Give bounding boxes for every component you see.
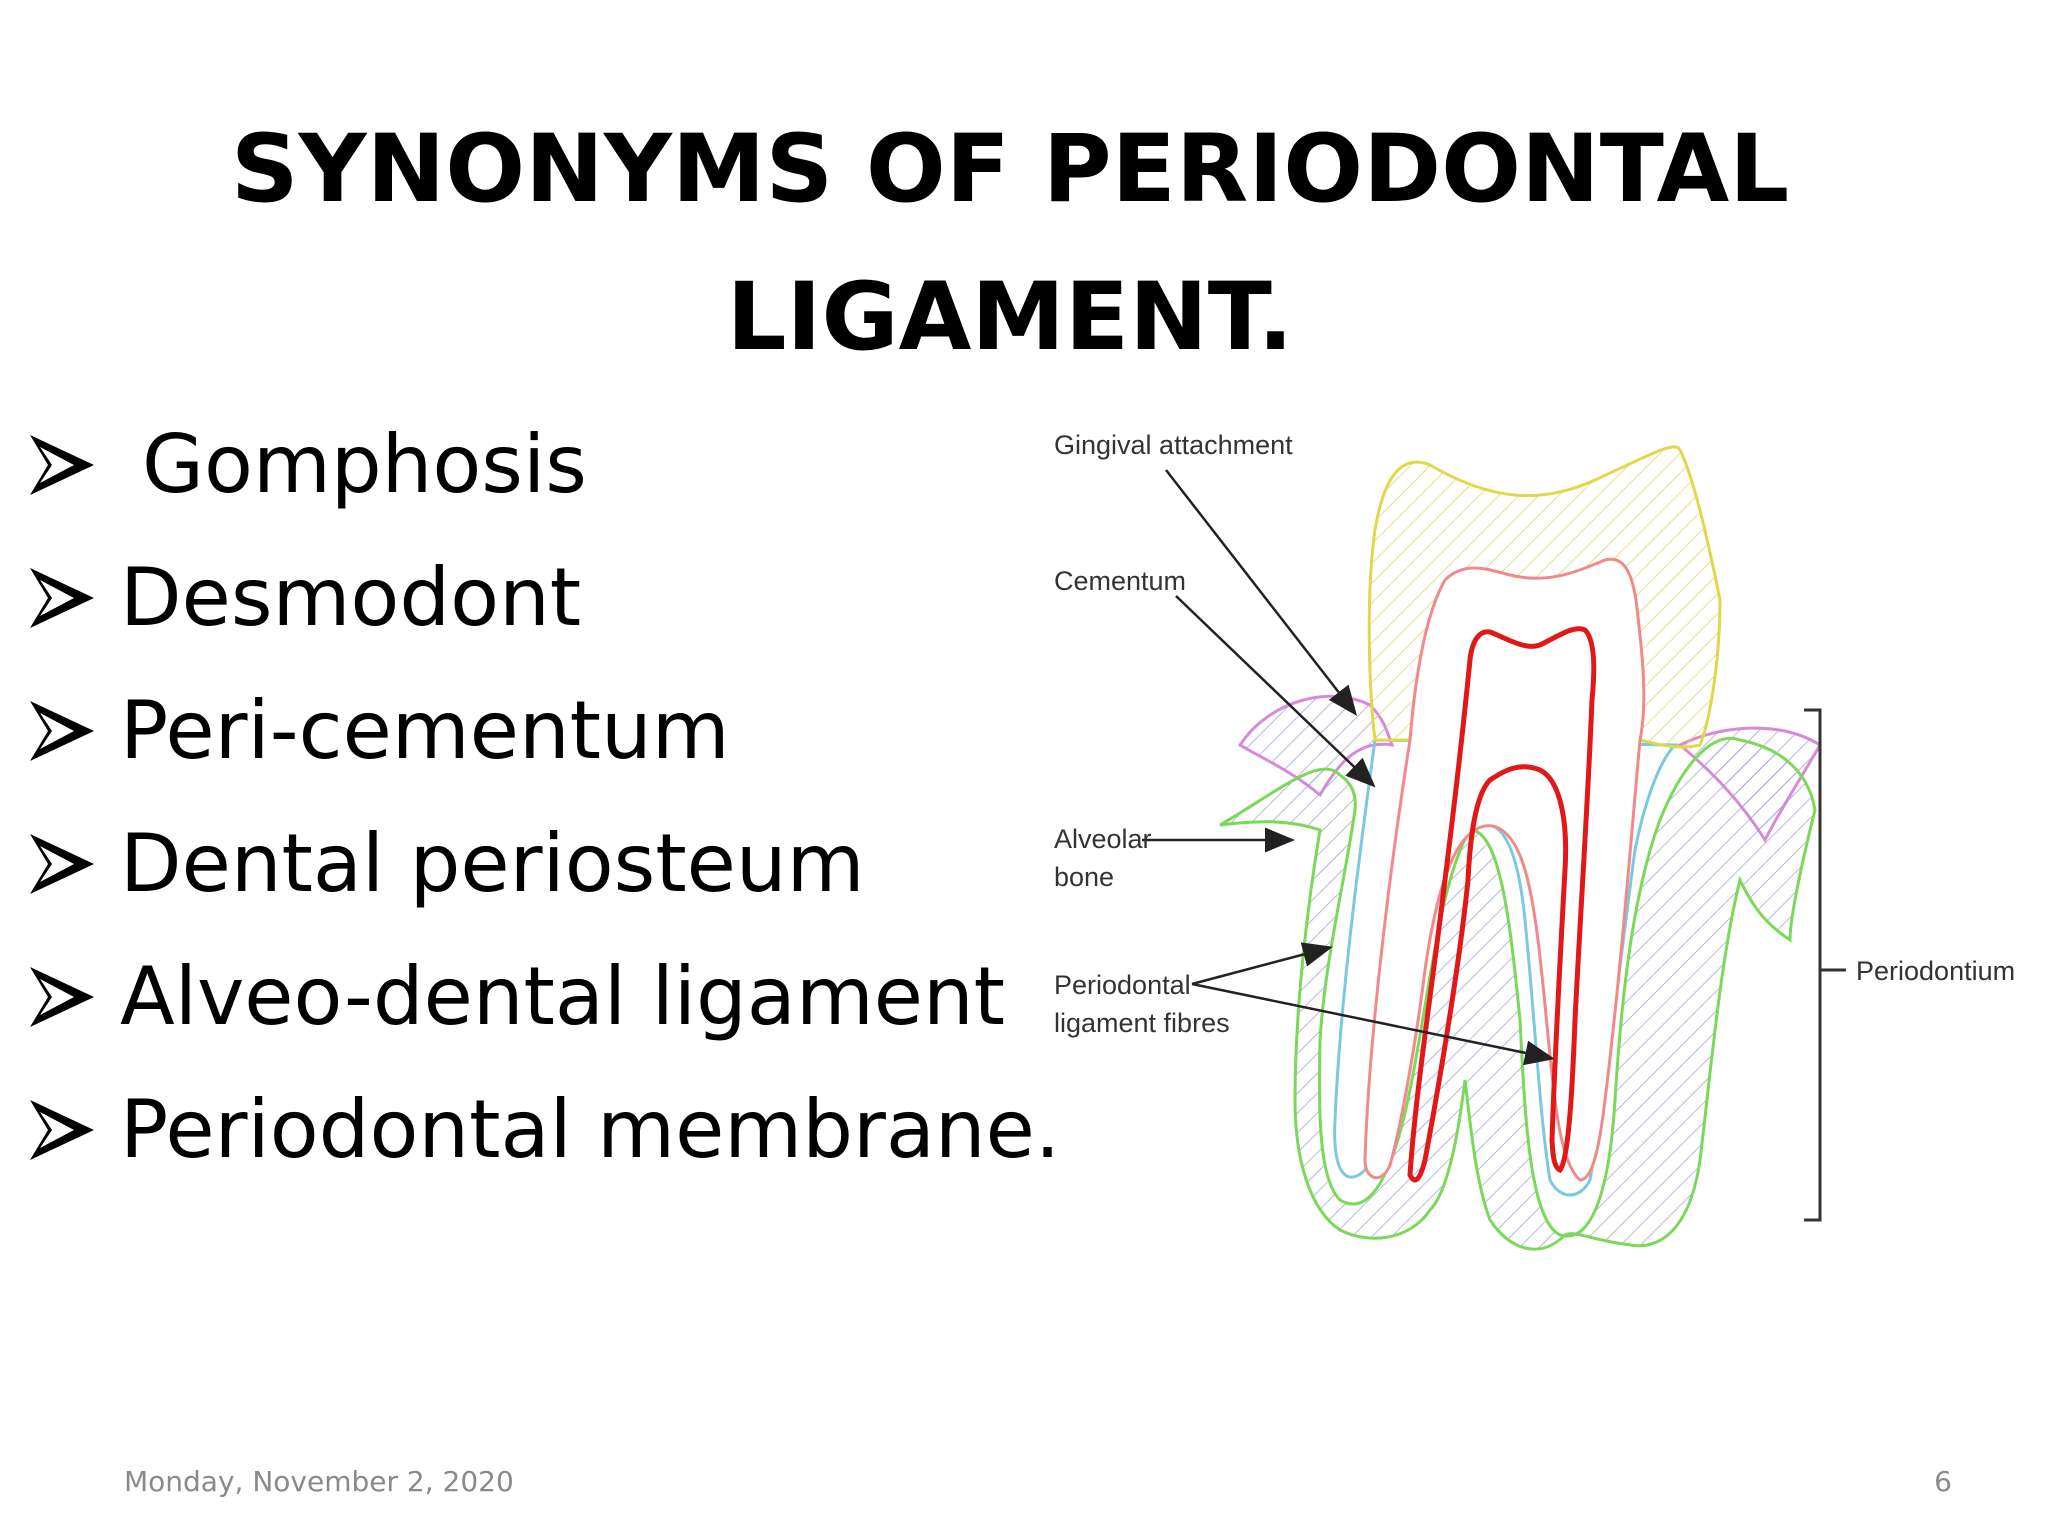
arrowhead-bullet-icon [26,1090,98,1170]
list-item-text: Periodontal membrane. [120,1082,1061,1176]
label-gingival-attachment: Gingival attachment [1054,430,1293,460]
list-item: Peri-cementum [26,664,1060,797]
alveolar-bone [1219,737,1817,1251]
page-number: 6 [1934,1465,1952,1498]
list-item-text: Peri-cementum [120,683,730,777]
pulp-chamber [1407,626,1597,1183]
arrowhead-bullet-icon [26,558,98,638]
footer-date: Monday, November 2, 2020 [124,1465,514,1498]
synonym-list: Gomphosis Desmodont Peri-cementum Dental… [26,398,1060,1196]
arrowhead-bullet-icon [26,957,98,1037]
list-item: Gomphosis [26,398,1060,531]
label-alveolar-line2: bone [1054,862,1114,892]
list-item-text: Desmodont [120,550,582,644]
arrowhead-bullet-icon [26,691,98,771]
arrowhead-bullet-icon [26,425,98,505]
label-pdl-line2: ligament fibres [1054,1008,1230,1038]
title-line-1: SYNONYMS OF PERIODONTAL [230,115,1790,224]
label-alveolar-line1: Alveolar [1054,824,1152,854]
label-periodontium: Periodontium [1856,956,2015,986]
slide-title: SYNONYMS OF PERIODONTAL LIGAMENT. [140,96,1880,392]
label-pdl-line1: Periodontal [1054,970,1191,1000]
title-line-2: LIGAMENT. [726,263,1294,372]
list-item: Desmodont [26,531,1060,664]
list-item-text: Alveo-dental ligament [120,949,1006,1043]
tooth-periodontium-diagram: Gingival attachment Cementum Alveolar bo… [1020,400,2040,1270]
periodontium-bracket [1804,708,1822,1222]
list-item: Alveo-dental ligament [26,930,1060,1063]
arrowhead-bullet-icon [26,824,98,904]
list-item-text: Dental periosteum [120,816,865,910]
label-cementum: Cementum [1054,566,1186,596]
list-item: Periodontal membrane. [26,1063,1060,1196]
list-item-text: Gomphosis [142,417,587,511]
list-item: Dental periosteum [26,797,1060,930]
